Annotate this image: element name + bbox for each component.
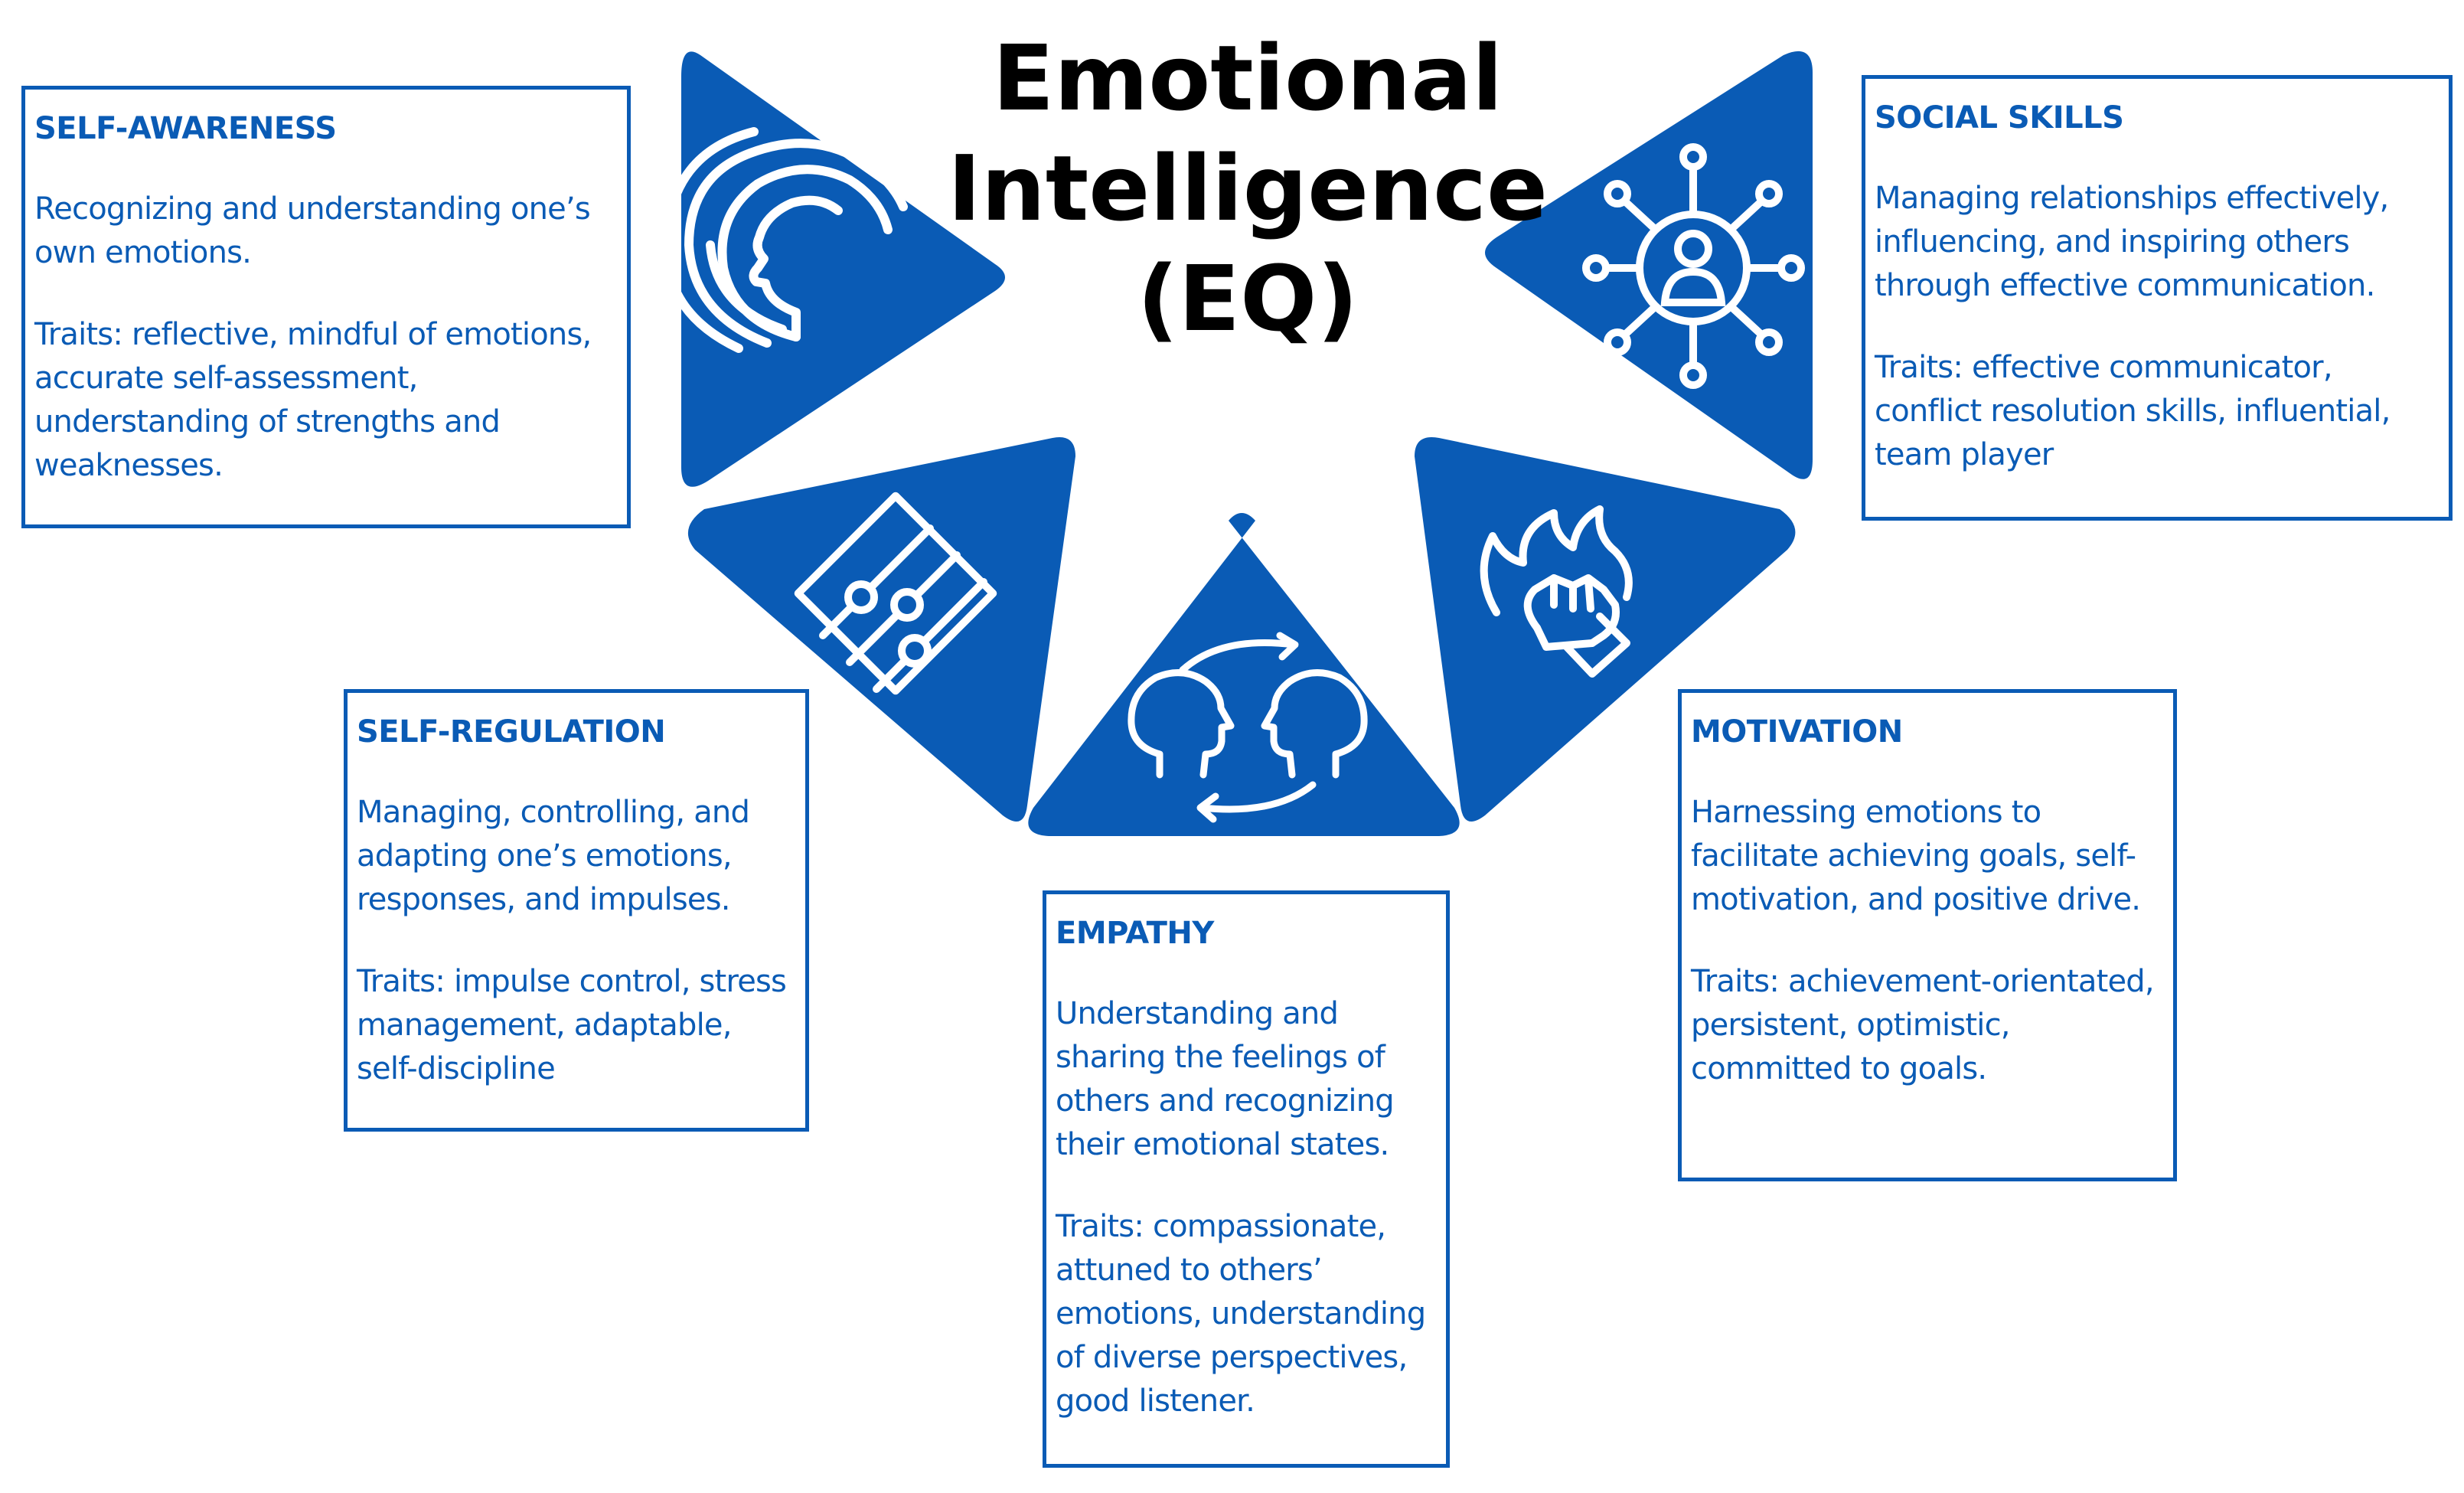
social-skills-triangle	[1485, 51, 1813, 479]
flame-fist-icon	[1480, 505, 1633, 678]
self-awareness-description: Recognizing and understanding one’s own …	[34, 191, 591, 270]
social-skills-description: Managing relationships effectively, infl…	[1875, 181, 2389, 303]
self-awareness-card: SELF-AWARENESS Recognizing and understan…	[21, 86, 631, 528]
self-regulation-heading: SELF-REGULATION	[357, 714, 666, 750]
empathy-heading: EMPATHY	[1056, 916, 1214, 951]
self-regulation-triangle	[687, 437, 1075, 822]
self-regulation-description: Managing, controlling, and adapting one’…	[357, 795, 750, 917]
motivation-traits: Traits: achievement-orientated, persiste…	[1691, 964, 2155, 1086]
network-person-icon	[1582, 143, 1805, 389]
diagram-title: Emotional Intelligence (EQ)	[947, 25, 1549, 351]
self-regulation-card: SELF-REGULATION Managing, controlling, a…	[344, 689, 809, 1132]
social-skills-card: SOCIAL SKILLS Managing relationships eff…	[1862, 75, 2453, 521]
self-awareness-traits: Traits: reflective, mindful of emotions,…	[34, 317, 592, 483]
two-heads-exchange-icon	[1128, 632, 1368, 823]
social-skills-traits: Traits: effective communicator, conflict…	[1875, 350, 2391, 472]
self-regulation-traits: Traits: impulse control, stress manageme…	[357, 964, 787, 1086]
empathy-description: Understanding and sharing the feelings o…	[1056, 996, 1395, 1162]
self-awareness-triangle	[661, 51, 1005, 487]
motivation-description: Harnessing emotions to facilitate achiev…	[1691, 795, 2141, 917]
self-awareness-heading: SELF-AWARENESS	[34, 111, 337, 146]
motivation-heading: MOTIVATION	[1691, 714, 1903, 750]
social-skills-heading: SOCIAL SKILLS	[1875, 100, 2124, 136]
motivation-triangle	[1415, 437, 1796, 822]
empathy-traits: Traits: compassionate, attuned to others…	[1056, 1209, 1426, 1419]
empathy-card: EMPATHY Understanding and sharing the fe…	[1043, 890, 1450, 1468]
motivation-card: MOTIVATION Harnessing emotions to facili…	[1678, 689, 2177, 1181]
head-waves-icon	[661, 127, 908, 353]
empathy-triangle	[1028, 513, 1460, 836]
sliders-icon	[794, 492, 997, 695]
